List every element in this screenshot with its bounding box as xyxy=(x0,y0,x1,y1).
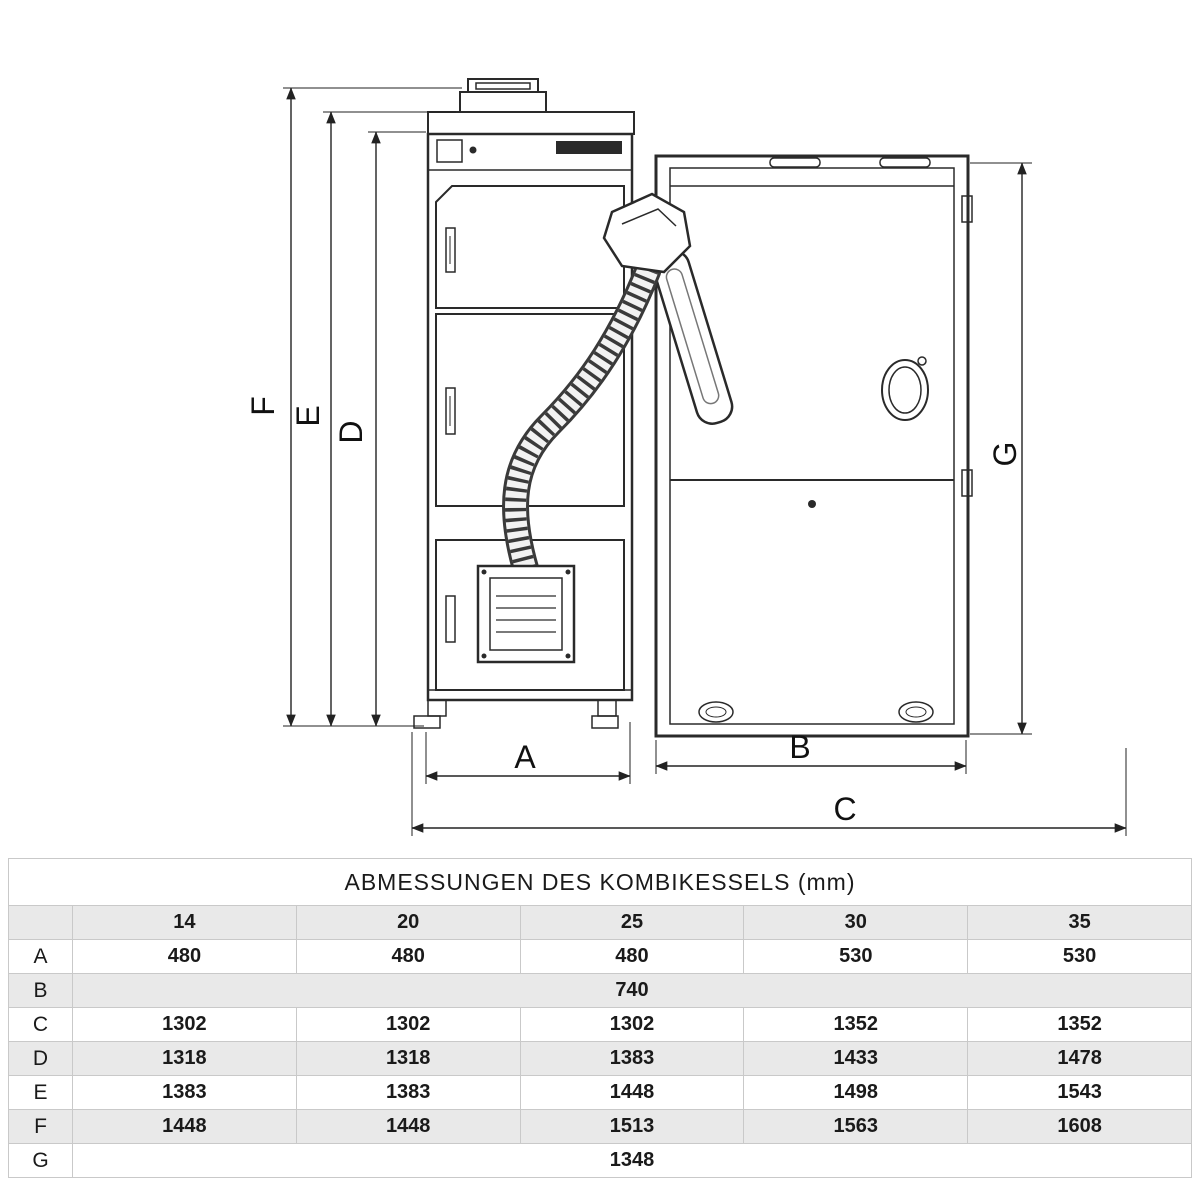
size-header: 25 xyxy=(519,905,745,940)
panel-knob xyxy=(469,146,477,154)
boiler-dimension-drawing: F E D G A B C xyxy=(245,78,1127,836)
table-row-f: F 1448 1448 1513 1563 1608 xyxy=(8,1109,1192,1144)
value-cell: 1348 xyxy=(72,1143,1192,1178)
table-row-a: A 480 480 480 530 530 xyxy=(8,939,1192,974)
table-row-e: E 1383 1383 1448 1498 1543 xyxy=(8,1075,1192,1110)
value-cell: 1352 xyxy=(743,1007,969,1042)
flex-hose xyxy=(502,256,662,594)
value-cell: 1608 xyxy=(967,1109,1192,1144)
value-cell: 1302 xyxy=(72,1007,297,1042)
dim-e xyxy=(323,111,456,727)
corner-cell xyxy=(8,905,73,940)
value-cell: 1448 xyxy=(295,1109,521,1144)
dim-g xyxy=(970,162,1032,735)
table-row-g: G 1348 xyxy=(8,1143,1192,1178)
value-cell: 1513 xyxy=(519,1109,745,1144)
value-cell: 1352 xyxy=(967,1007,1192,1042)
size-header: 20 xyxy=(295,905,521,940)
dim-c xyxy=(411,732,1127,836)
dim-label-e: E xyxy=(290,405,326,426)
table-title-row: ABMESSUNGEN DES KOMBIKESSELS (mm) xyxy=(8,858,1192,906)
value-cell: 1302 xyxy=(295,1007,521,1042)
dim-label-g: G xyxy=(987,442,1023,467)
value-cell: 480 xyxy=(295,939,521,974)
dim-f xyxy=(283,87,462,727)
row-label: F xyxy=(8,1109,73,1144)
lid-handle xyxy=(769,157,821,168)
dim-label-c: C xyxy=(833,791,856,827)
row-label: E xyxy=(8,1075,73,1110)
drawing-svg: F E D G A B C xyxy=(245,78,1127,836)
row-label: A xyxy=(8,939,73,974)
sight-glass xyxy=(881,356,929,421)
dim-a xyxy=(425,722,631,784)
table-row-d: D 1318 1318 1383 1433 1478 xyxy=(8,1041,1192,1076)
dim-label-f: F xyxy=(245,396,281,416)
size-header: 14 xyxy=(72,905,297,940)
auger-motor-head xyxy=(602,192,692,274)
value-cell: 530 xyxy=(967,939,1192,974)
dim-b xyxy=(655,740,967,774)
value-cell: 480 xyxy=(72,939,297,974)
value-cell: 1383 xyxy=(519,1041,745,1076)
burner-unit xyxy=(476,564,576,664)
value-cell: 480 xyxy=(519,939,745,974)
table-row-b: B 740 xyxy=(8,973,1192,1008)
value-cell: 1302 xyxy=(519,1007,745,1042)
row-label: B xyxy=(8,973,73,1008)
lid-handle xyxy=(879,157,931,168)
row-label: C xyxy=(8,1007,73,1042)
value-cell: 1478 xyxy=(967,1041,1192,1076)
size-header: 30 xyxy=(743,905,969,940)
dim-label-a: A xyxy=(514,739,536,775)
dim-d xyxy=(368,131,426,727)
hopper-unit xyxy=(654,154,973,738)
dimensions-table: ABMESSUNGEN DES KOMBIKESSELS (mm) 14 20 … xyxy=(8,858,1192,1178)
value-cell: 1448 xyxy=(519,1075,745,1110)
value-cell: 530 xyxy=(743,939,969,974)
size-header: 35 xyxy=(967,905,1192,940)
table-row-c: C 1302 1302 1302 1352 1352 xyxy=(8,1007,1192,1042)
value-cell: 1383 xyxy=(72,1075,297,1110)
value-cell: 1318 xyxy=(295,1041,521,1076)
dim-label-d: D xyxy=(333,420,369,443)
value-cell: 1383 xyxy=(295,1075,521,1110)
value-cell: 1543 xyxy=(967,1075,1192,1110)
value-cell: 1563 xyxy=(743,1109,969,1144)
dim-label-b: B xyxy=(789,729,810,765)
value-cell: 1318 xyxy=(72,1041,297,1076)
value-cell: 1448 xyxy=(72,1109,297,1144)
value-cell: 1498 xyxy=(743,1075,969,1110)
brand-plate xyxy=(556,141,622,154)
table-size-header-row: 14 20 25 30 35 xyxy=(8,905,1192,940)
table-title: ABMESSUNGEN DES KOMBIKESSELS (mm) xyxy=(8,858,1192,906)
value-cell: 1433 xyxy=(743,1041,969,1076)
row-label: D xyxy=(8,1041,73,1076)
row-label: G xyxy=(8,1143,73,1178)
dimension-lines xyxy=(283,87,1127,836)
value-cell: 740 xyxy=(72,973,1192,1008)
